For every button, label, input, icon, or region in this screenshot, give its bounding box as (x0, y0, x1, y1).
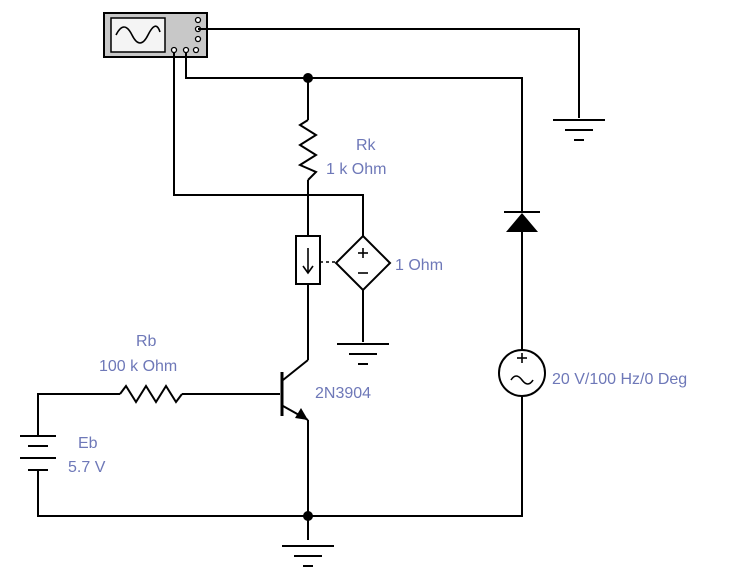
npn-transistor[interactable] (280, 359, 309, 421)
rk-value-label: 1 k Ohm (326, 161, 386, 178)
rb-value-label: 100 k Ohm (99, 358, 177, 375)
junction-dot-top (303, 73, 313, 83)
ccvs-source[interactable] (334, 234, 392, 292)
wires (37, 28, 580, 540)
eb-name-label: Eb (78, 435, 98, 452)
resistor-rk[interactable] (297, 119, 318, 181)
diode-icon[interactable] (504, 211, 540, 232)
junction-dot-bottom (303, 511, 313, 521)
ccvs-value-label: 1 Ohm (395, 257, 443, 274)
battery-icon[interactable] (20, 435, 56, 471)
ground-icon[interactable] (553, 119, 605, 141)
rk-name-label: Rk (356, 137, 377, 154)
current-sensor[interactable] (295, 235, 336, 285)
resistor-rb[interactable] (119, 384, 183, 404)
transistor-model-label: 2N3904 (315, 385, 371, 402)
eb-value-label: 5.7 V (68, 459, 106, 476)
ac-source-value-label: 20 V/100 Hz/0 Deg (552, 371, 687, 388)
rb-name-label: Rb (136, 333, 157, 350)
ac-source-icon[interactable] (498, 349, 546, 397)
oscilloscope-icon[interactable] (103, 12, 208, 58)
ground-icon[interactable] (282, 545, 334, 567)
ground-icon[interactable] (337, 343, 389, 365)
